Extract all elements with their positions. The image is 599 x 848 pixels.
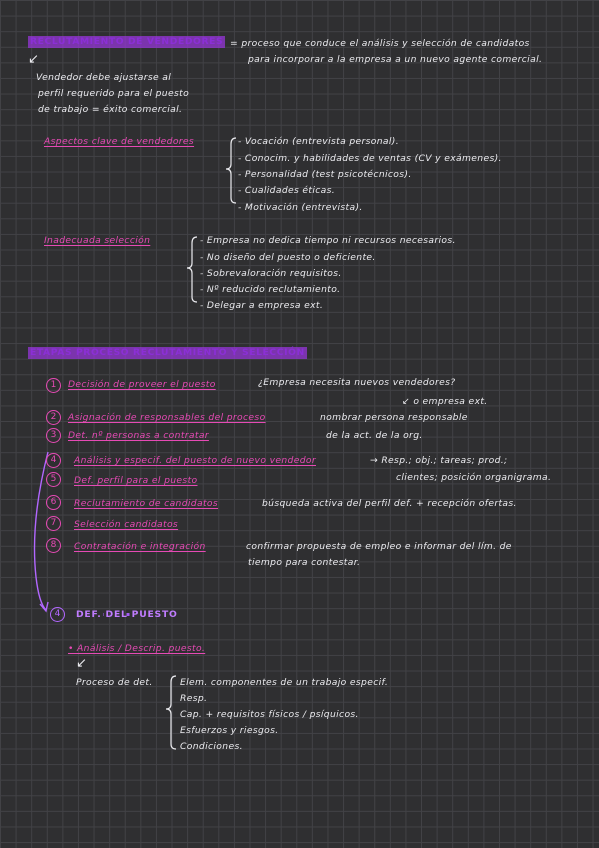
stage-note: → Resp.; obj.; tareas; prod.;	[370, 455, 508, 466]
aspects-heading: Aspectos clave de vendedores	[44, 136, 195, 147]
stage-note: de la act. de la org.	[326, 430, 423, 441]
stage-label: Det. nº personas a contratar	[68, 430, 209, 441]
process-label: Proceso de det.	[76, 677, 153, 688]
aspect-item: - Vocación (entrevista personal).	[238, 136, 400, 147]
aspect-item: - Cualidades éticas.	[238, 185, 336, 196]
stage-number: 6	[46, 495, 61, 510]
vendor-line-1: Vendedor debe ajustarse al	[36, 72, 172, 83]
stage-number: 5	[46, 472, 61, 487]
inadequate-heading: Inadecuada selección	[44, 235, 151, 246]
inadequate-item: - Nº reducido reclutamiento.	[200, 284, 341, 295]
definition-number: 4	[50, 607, 65, 622]
inadequate-item: - No diseño del puesto o deficiente.	[200, 252, 376, 263]
aspect-item: - Conocim. y habilidades de ventas (CV y…	[238, 153, 502, 164]
definition-line-2: para incorporar a la empresa a un nuevo …	[248, 54, 543, 65]
vendor-line-2: perfil requerido para el puesto	[38, 88, 190, 99]
stage-label: Análisis y especif. del puesto de nuevo …	[74, 455, 316, 466]
stage-number: 8	[46, 538, 61, 553]
stage-number: 2	[46, 410, 61, 425]
aspect-item: - Motivación (entrevista).	[238, 202, 363, 213]
stage-note: nombrar persona responsable	[320, 412, 468, 423]
stage-note-ext: ↙ o empresa ext.	[402, 396, 488, 407]
stage-label: Decisión de proveer el puesto	[68, 379, 216, 390]
stage-label: Asignación de responsables del proceso	[68, 412, 266, 423]
down-arrow-icon: ↙	[28, 52, 40, 67]
stage-note: búsqueda activa del perfil def. + recepc…	[262, 498, 517, 509]
definition-item: Cap. + requisitos físicos / psíquicos.	[180, 709, 359, 720]
definition-item: Elem. componentes de un trabajo especif.	[180, 677, 389, 688]
definition-line-1: = proceso que conduce el análisis y sele…	[230, 38, 530, 49]
stage-note: ¿Empresa necesita nuevos vendedores?	[258, 377, 456, 388]
stage-label: Contratación e integración	[74, 541, 206, 552]
stage-note-continued: tiempo para contestar.	[248, 557, 361, 568]
inadequate-item: - Empresa no dedica tiempo ni recursos n…	[200, 235, 456, 246]
stage-note: confirmar propuesta de empleo e informar…	[246, 541, 512, 552]
stage-note: clientes; posición organigrama.	[396, 472, 552, 483]
definition-item: Condiciones.	[180, 741, 243, 752]
definition-item: Resp.	[180, 693, 208, 704]
stage-label: Def. perfil para el puesto	[74, 475, 198, 486]
stage-label: Reclutamiento de candidatos	[74, 498, 219, 509]
main-heading: RECLUTAMIENTO DE VENDEDORES	[28, 36, 226, 48]
definition-heading: DEF. DEL PUESTO	[76, 609, 178, 620]
definition-bullet: • Análisis / Descrip. puesto.	[68, 643, 206, 654]
stages-heading: ETAPAS PROCESO RECLUTAMIENTO Y SELECCIÓN	[28, 347, 307, 359]
aspect-item: - Personalidad (test psicotécnicos).	[238, 169, 412, 180]
stage-number: 1	[46, 378, 61, 393]
stage-number: 7	[46, 516, 61, 531]
vendor-line-3: de trabajo = éxito comercial.	[38, 104, 183, 115]
stage-number: 3	[46, 428, 61, 443]
stage-number: 4	[46, 453, 61, 468]
stage-label: Selección candidatos	[74, 519, 179, 530]
definition-item: Esfuerzos y riesgos.	[180, 725, 279, 736]
inadequate-item: - Delegar a empresa ext.	[200, 300, 324, 311]
down-arrow-icon: ↙	[76, 656, 88, 671]
inadequate-item: - Sobrevaloración requisitos.	[200, 268, 342, 279]
